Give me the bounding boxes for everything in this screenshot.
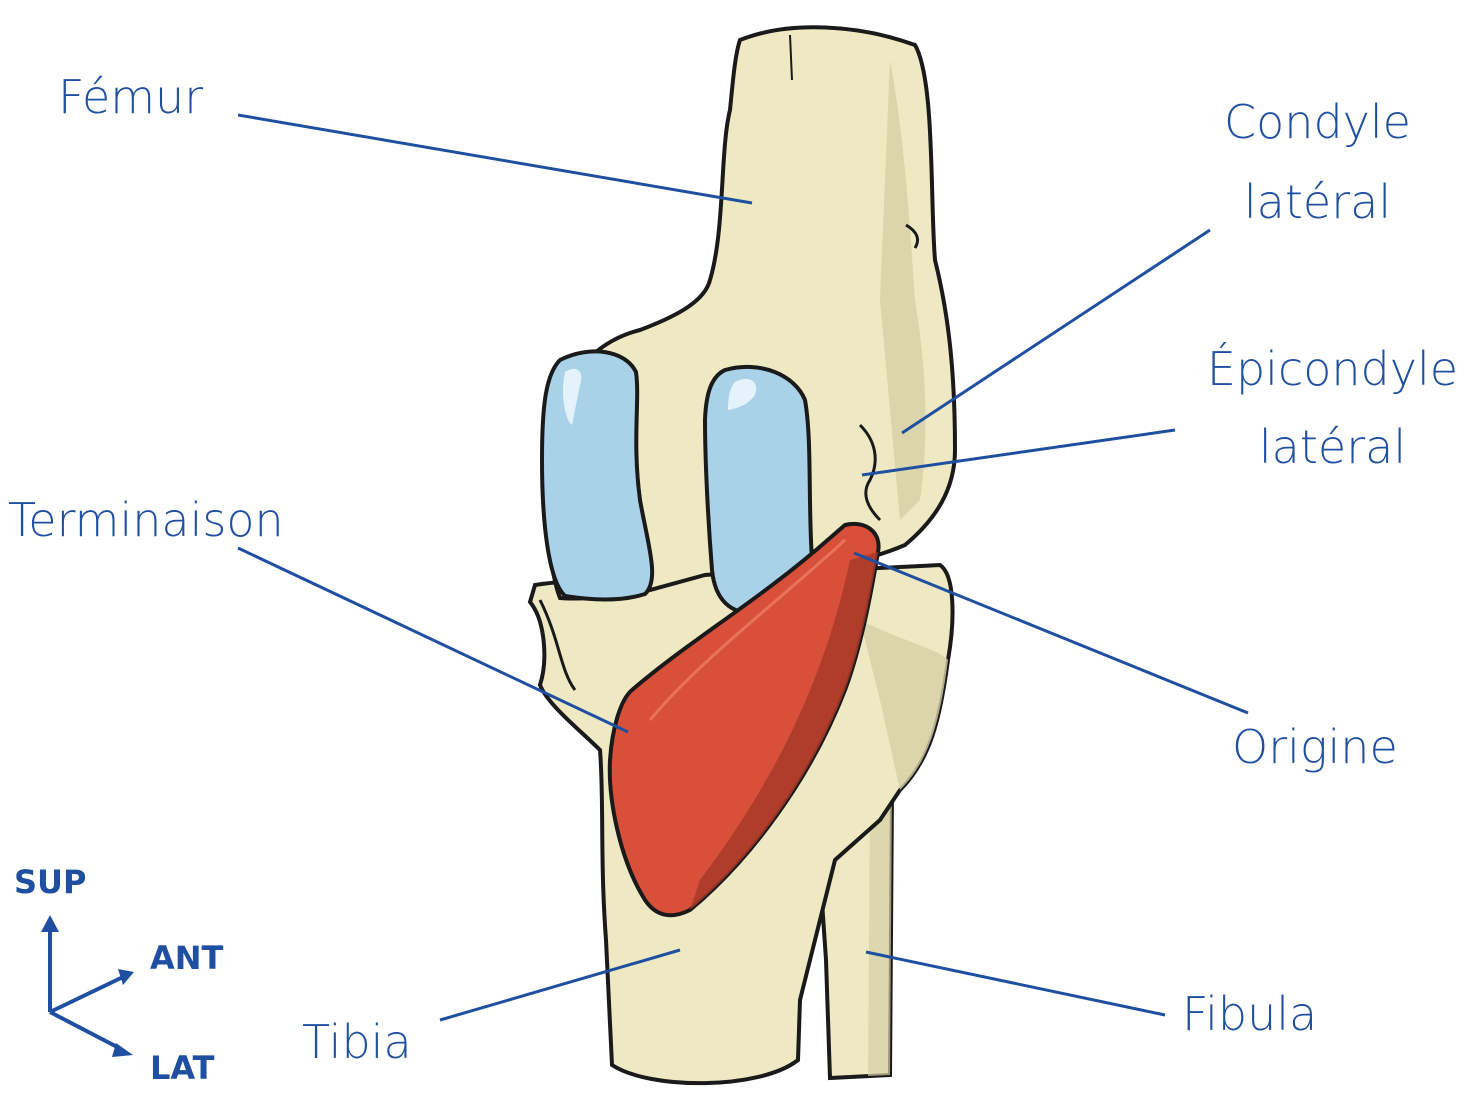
axis-label-ant: ANT xyxy=(150,940,223,976)
label-condyle-lateral: Condyle latéral xyxy=(1210,95,1425,229)
label-epicondyle-line2: latéral xyxy=(1195,420,1470,474)
label-epicondyle-line1: Épicondyle xyxy=(1195,342,1470,420)
orientation-compass xyxy=(41,915,134,1057)
leader-fibula xyxy=(866,952,1165,1015)
leader-femur xyxy=(238,115,752,203)
axis-lat-line xyxy=(50,1012,121,1049)
label-terminaison: Terminaison xyxy=(8,493,284,547)
label-femur: Fémur xyxy=(58,70,203,124)
label-condyle-line2: latéral xyxy=(1210,175,1425,229)
axis-label-sup: SUP xyxy=(14,864,86,900)
axis-ant-line xyxy=(50,977,123,1012)
cartilage-medial xyxy=(542,351,652,599)
arrow-up-icon xyxy=(41,915,59,932)
axis-label-lat: LAT xyxy=(150,1050,215,1086)
label-tibia: Tibia xyxy=(302,1015,412,1069)
label-condyle-line1: Condyle xyxy=(1210,95,1425,175)
label-fibula: Fibula xyxy=(1182,987,1317,1041)
label-epicondyle-lateral: Épicondyle latéral xyxy=(1195,342,1470,474)
label-origine: Origine xyxy=(1232,720,1398,774)
